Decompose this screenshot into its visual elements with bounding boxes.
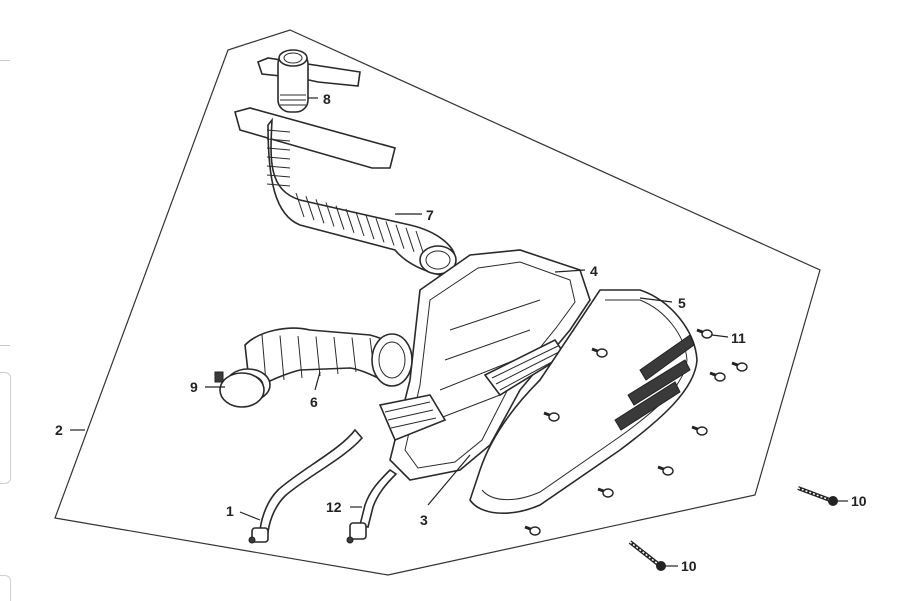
leader-5 [639, 297, 673, 303]
callout-5: 5 [678, 295, 686, 311]
callout-3: 3 [420, 512, 428, 528]
screw [543, 411, 560, 422]
intake-hose [266, 117, 457, 276]
screw [657, 465, 674, 476]
callout-9: 9 [190, 379, 198, 395]
intake-snorkel [234, 49, 396, 169]
callout-1: 1 [226, 503, 234, 519]
drain-hose-12 [346, 468, 398, 544]
leader-4 [554, 269, 586, 273]
screw [731, 361, 748, 372]
page-edge-card [0, 372, 11, 484]
page-edge-card-bottom [0, 575, 11, 601]
screw [591, 347, 608, 358]
callout-12: 12 [326, 499, 342, 515]
screw [709, 371, 726, 382]
air-filter-case [378, 249, 591, 481]
air-filter-cover [469, 289, 698, 515]
callout-11: 11 [731, 330, 746, 346]
leader-1 [239, 511, 261, 521]
callout-4: 4 [590, 263, 598, 279]
callout-2: 2 [55, 422, 63, 438]
screw [691, 425, 708, 436]
screw [524, 525, 541, 536]
page-edge-mark-top [0, 60, 10, 61]
callout-8: 8 [323, 91, 331, 107]
page-edge-mark-mid [0, 345, 10, 346]
leader-3 [427, 454, 471, 506]
screw-group [524, 328, 748, 536]
screw [597, 487, 614, 498]
callout-10-upper: 10 [851, 493, 867, 509]
hose-clamp [214, 371, 265, 408]
leader-11 [711, 334, 729, 338]
callout-6: 6 [310, 394, 318, 410]
callout-7: 7 [426, 207, 434, 223]
assembly-outline [54, 29, 821, 576]
screw [696, 328, 713, 339]
leader-6 [314, 371, 321, 391]
callout-10-lower: 10 [681, 558, 697, 574]
drain-hose-1 [248, 428, 364, 544]
long-bolt-lower [628, 540, 666, 571]
long-bolt-upper [797, 486, 838, 506]
